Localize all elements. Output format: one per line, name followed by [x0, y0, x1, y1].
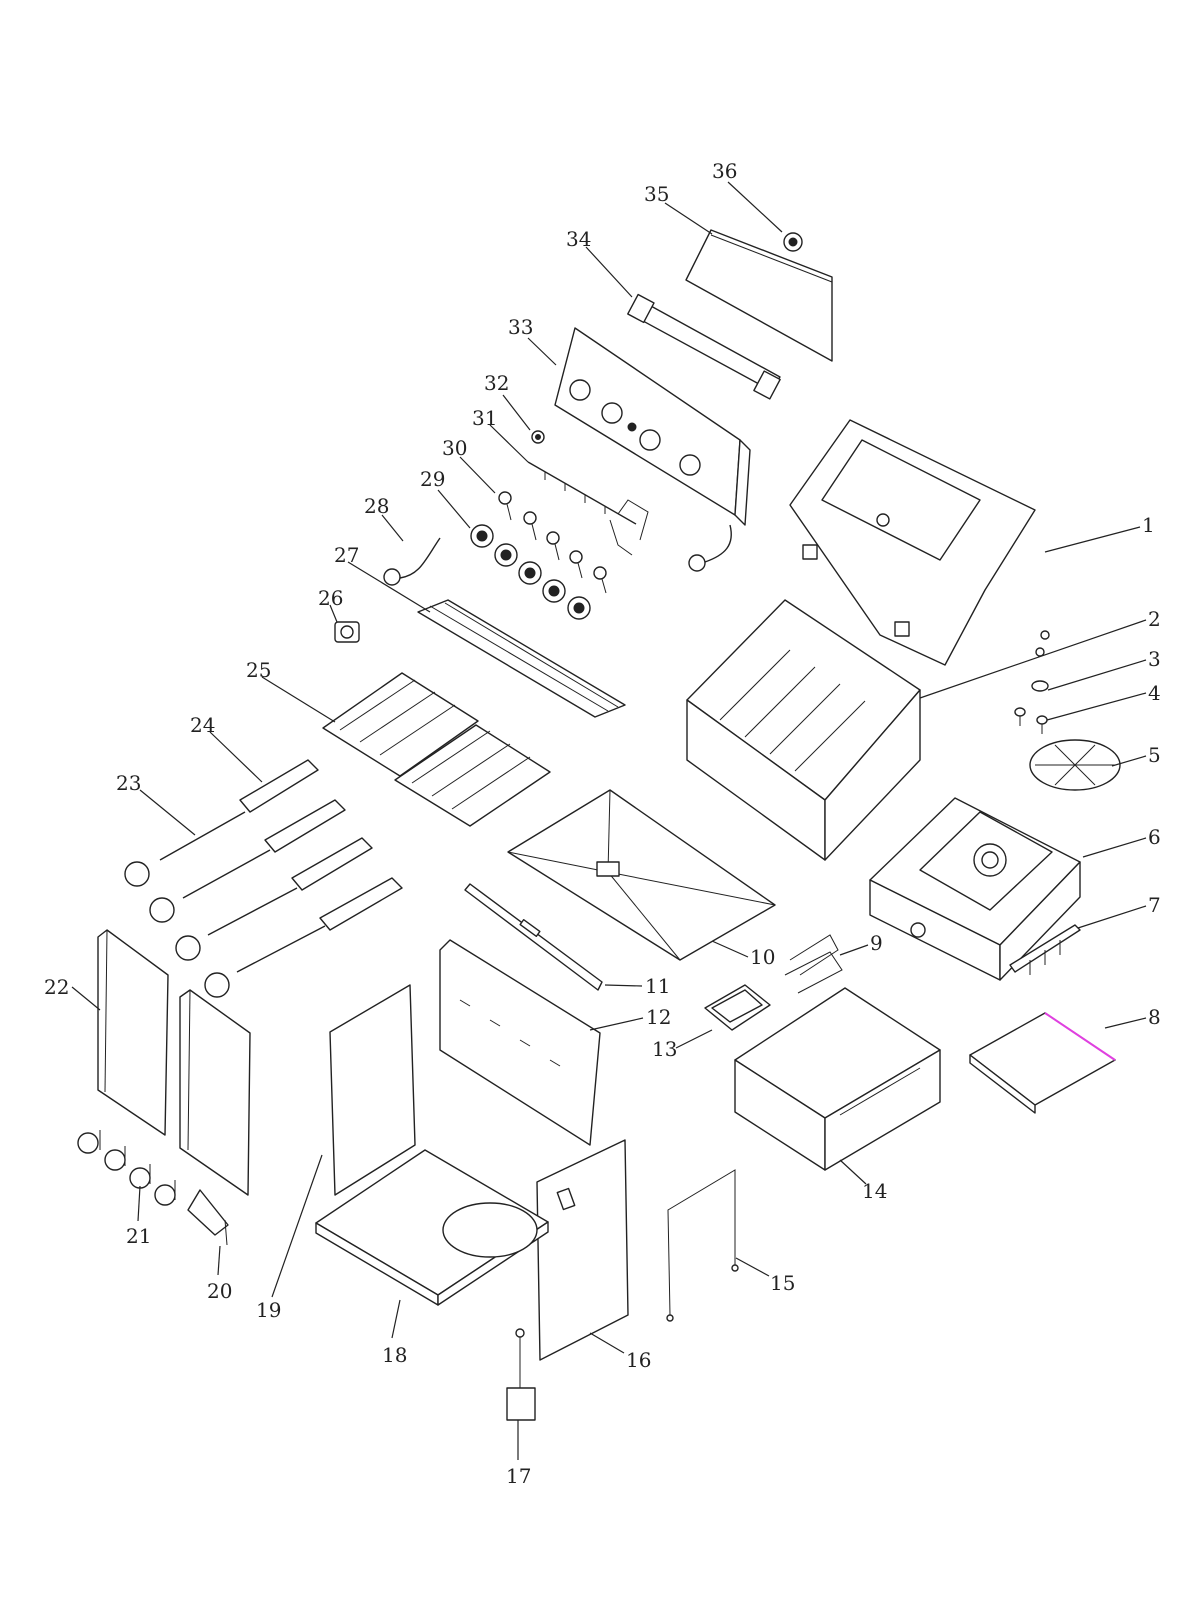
part-2-firebox — [686, 599, 921, 861]
callout-32: 32 — [484, 371, 509, 395]
part-33-control-panel — [554, 327, 751, 526]
callout-11: 11 — [645, 974, 670, 998]
part-8-side-shelf — [969, 1012, 1116, 1114]
part-7-bracket — [1009, 924, 1081, 975]
part-15-wire — [666, 1169, 739, 1322]
part-23-burner-tubes — [124, 811, 326, 998]
part-17-ignition-box — [506, 1328, 536, 1421]
part-21-casters — [77, 1130, 176, 1206]
callout-26: 26 — [318, 586, 343, 610]
callout-28: 28 — [364, 494, 389, 518]
part-14-side-cabinet — [734, 987, 941, 1171]
part-5-side-burner-grate — [1029, 739, 1121, 791]
part-11-rear-rail — [464, 883, 603, 991]
part-36-knob — [783, 232, 803, 252]
part-12-back-panel — [439, 939, 601, 1146]
part-4-bolts — [1014, 707, 1048, 734]
part-1-hood — [789, 419, 1036, 666]
part-32-igniter — [531, 430, 545, 444]
callout-labels: 1 2 3 4 5 6 7 8 9 10 11 12 13 14 15 16 1… — [44, 159, 1161, 1488]
callout-31: 31 — [472, 406, 497, 430]
callout-25: 25 — [246, 658, 271, 682]
part-16-right-side-panel — [536, 1139, 629, 1361]
callout-2: 2 — [1148, 607, 1161, 631]
callout-27: 27 — [334, 543, 359, 567]
callout-16: 16 — [626, 1348, 651, 1372]
leader-lines — [71, 181, 1147, 1460]
callout-1: 1 — [1142, 513, 1155, 537]
part-22-doors — [97, 929, 251, 1196]
callout-9: 9 — [870, 931, 883, 955]
callout-3: 3 — [1148, 647, 1161, 671]
callout-17: 17 — [506, 1464, 531, 1488]
callout-12: 12 — [646, 1005, 671, 1029]
part-30-electrodes — [498, 491, 607, 594]
callout-8: 8 — [1148, 1005, 1161, 1029]
callout-10: 10 — [750, 945, 775, 969]
callout-21: 21 — [126, 1224, 151, 1248]
part-10-drip-tray — [507, 789, 776, 961]
callout-34: 34 — [566, 227, 591, 251]
part-6-side-burner — [869, 797, 1081, 981]
callout-29: 29 — [420, 467, 445, 491]
callout-15: 15 — [770, 1271, 795, 1295]
part-25-cooking-grates — [322, 672, 551, 827]
part-34-handle — [627, 293, 781, 400]
callout-19: 19 — [256, 1298, 281, 1322]
part-13-grease-cup — [704, 984, 771, 1031]
callout-5: 5 — [1148, 743, 1161, 767]
callout-18: 18 — [382, 1343, 407, 1367]
callout-24: 24 — [190, 713, 215, 737]
part-24-burners — [239, 759, 403, 931]
part-29-control-knobs — [470, 524, 591, 620]
part-35-warming-shelf — [685, 229, 833, 362]
part-19-left-side-panel — [329, 984, 416, 1196]
callout-36: 36 — [712, 159, 737, 183]
callout-6: 6 — [1148, 825, 1161, 849]
part-18-bottom-shelf — [315, 1149, 549, 1306]
callout-13: 13 — [652, 1037, 677, 1061]
callout-22: 22 — [44, 975, 69, 999]
part-26-regulator — [334, 621, 360, 643]
part-20-bracket — [187, 1189, 229, 1246]
callout-20: 20 — [207, 1279, 232, 1303]
callout-4: 4 — [1148, 681, 1161, 705]
part-27-warming-rack — [417, 599, 626, 718]
callout-30: 30 — [442, 436, 467, 460]
callout-7: 7 — [1148, 893, 1161, 917]
part-9-hangers — [784, 934, 843, 994]
callout-23: 23 — [116, 771, 141, 795]
part-3-screws — [1031, 630, 1050, 692]
part-31-manifold — [527, 461, 649, 556]
callout-35: 35 — [644, 182, 669, 206]
callout-14: 14 — [862, 1179, 887, 1203]
part-28-hose — [383, 524, 732, 586]
callout-33: 33 — [508, 315, 533, 339]
